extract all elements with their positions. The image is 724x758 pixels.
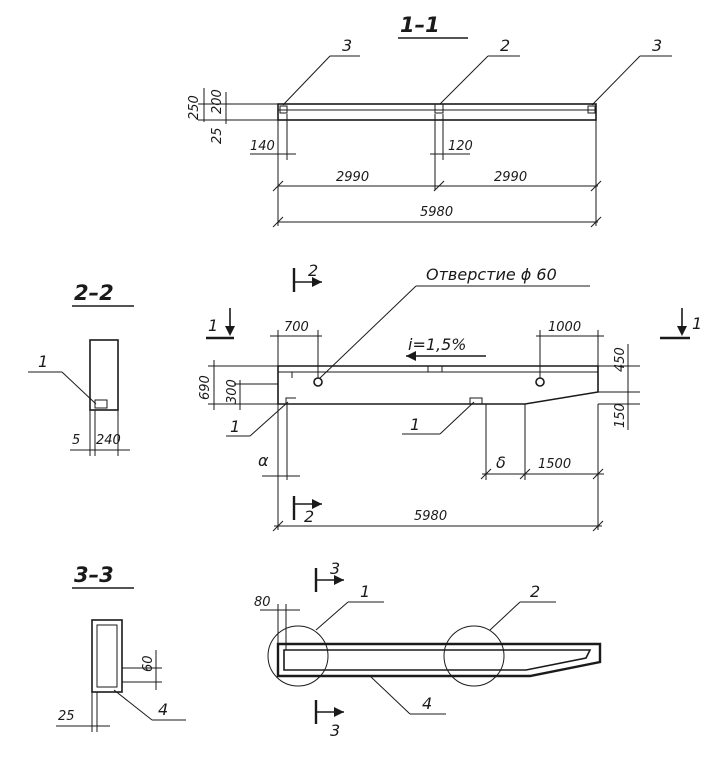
- dim-2990-right: 2990: [494, 170, 527, 185]
- dim-60: 60: [141, 655, 156, 672]
- dim-5980-elevation: 5980: [414, 509, 447, 524]
- hole-left: [313, 377, 323, 387]
- plan-view: 3 3 80 1 2 4: [254, 559, 602, 740]
- arrow-head: [406, 351, 416, 361]
- callout-4: 4: [158, 700, 168, 719]
- cut-label-3-top: 3: [330, 559, 340, 578]
- insert-right: [587, 105, 596, 114]
- section-2-2: 2–2 1 5 240: [28, 281, 134, 456]
- arrow-head: [312, 499, 322, 509]
- section-2-2-insert: [94, 399, 108, 409]
- dim-80: 80: [254, 595, 271, 610]
- cut-label-1-left: 1: [208, 316, 218, 335]
- callout-1-left: 1: [230, 417, 240, 436]
- leader-hole: [319, 285, 417, 379]
- tick: [272, 520, 284, 532]
- leader-3-right: [591, 55, 641, 106]
- hole-note: Отверстие ϕ 60: [426, 265, 557, 284]
- elevation-view: 2 2 1 1 Отверстие ϕ 60 i=1,5%: [198, 261, 702, 532]
- arrow-head: [334, 707, 344, 717]
- dim-2990-left: 2990: [336, 170, 369, 185]
- slope-label: i=1,5%: [408, 335, 467, 354]
- dim-1000: 1000: [548, 320, 581, 335]
- cut-label-1-right: 1: [692, 314, 702, 333]
- dim-5980-top: 5980: [420, 205, 453, 220]
- beam-strip: [277, 103, 597, 121]
- leader-3-left: [282, 55, 331, 106]
- section-3-3-inner: [96, 624, 118, 688]
- section-3-3-profile: [91, 619, 123, 693]
- cut-label-2-bottom: 2: [304, 507, 314, 526]
- leader-2: [439, 55, 489, 105]
- insert: [285, 397, 296, 404]
- section-2-2-profile: [89, 339, 119, 411]
- plan-callout-2: 2: [530, 582, 540, 601]
- beam-plan-inner: [283, 649, 592, 671]
- beam-plan-outer: [276, 642, 602, 678]
- tick: [433, 180, 445, 192]
- leader-4: [369, 675, 411, 715]
- dim-700: 700: [284, 320, 309, 335]
- dim-240: 240: [96, 433, 121, 448]
- dim-5: 5: [72, 433, 80, 448]
- section-1-1: 1–1 3 2 3 250 200 25 140 120: [187, 13, 672, 228]
- leader-4: [113, 689, 153, 721]
- dim-690: 690: [198, 375, 213, 400]
- section-3-3-title: 3–3: [74, 563, 114, 587]
- dim-delta: δ: [496, 453, 506, 472]
- dim-1500: 1500: [538, 457, 571, 472]
- tick: [590, 216, 602, 228]
- plan-callout-1: 1: [360, 582, 370, 601]
- arrow-head: [312, 277, 322, 287]
- arrow-head: [334, 575, 344, 585]
- arrow-head: [677, 326, 687, 336]
- dim-200: 200: [210, 89, 225, 114]
- tick: [592, 468, 604, 480]
- section-1-1-title: 1–1: [400, 13, 440, 37]
- hole-right: [535, 377, 545, 387]
- dim-150: 150: [613, 403, 628, 428]
- leader-1-left: [249, 401, 289, 437]
- cut-label-3-bottom: 3: [330, 721, 340, 740]
- callout-1-center: 1: [410, 415, 420, 434]
- insert-center: [434, 103, 444, 114]
- insert: [427, 366, 443, 373]
- callout-3-right: 3: [652, 36, 662, 55]
- leader-1-center: [439, 401, 475, 435]
- leader-1: [315, 601, 349, 631]
- callout-1: 1: [38, 352, 48, 371]
- tick: [519, 468, 531, 480]
- dim-450: 450: [613, 347, 628, 372]
- tick: [272, 216, 284, 228]
- tick: [480, 468, 492, 480]
- dim-alpha: α: [258, 451, 269, 470]
- dim-120: 120: [448, 139, 473, 154]
- tick: [592, 520, 604, 532]
- callout-2: 2: [500, 36, 510, 55]
- detail-circle-1: [267, 625, 329, 687]
- leader-2: [489, 601, 521, 631]
- dim-250: 250: [187, 95, 202, 120]
- dim-25: 25: [210, 127, 225, 144]
- tick: [272, 180, 284, 192]
- insert: [469, 397, 483, 404]
- leader-1: [61, 371, 97, 405]
- tick: [590, 180, 602, 192]
- callout-3-left: 3: [342, 36, 352, 55]
- insert-left: [279, 105, 288, 114]
- plan-callout-4: 4: [422, 694, 432, 713]
- section-3-3: 3–3 60 4 25: [56, 563, 186, 732]
- dim-25: 25: [58, 709, 75, 724]
- arrow-head: [225, 326, 235, 336]
- section-2-2-title: 2–2: [74, 281, 114, 305]
- dim-300: 300: [225, 379, 240, 404]
- dim-140: 140: [250, 139, 275, 154]
- beam-elevation: [277, 365, 599, 405]
- detail-circle-2: [443, 625, 505, 687]
- insert: [286, 371, 293, 378]
- cut-label-2-top: 2: [308, 261, 318, 280]
